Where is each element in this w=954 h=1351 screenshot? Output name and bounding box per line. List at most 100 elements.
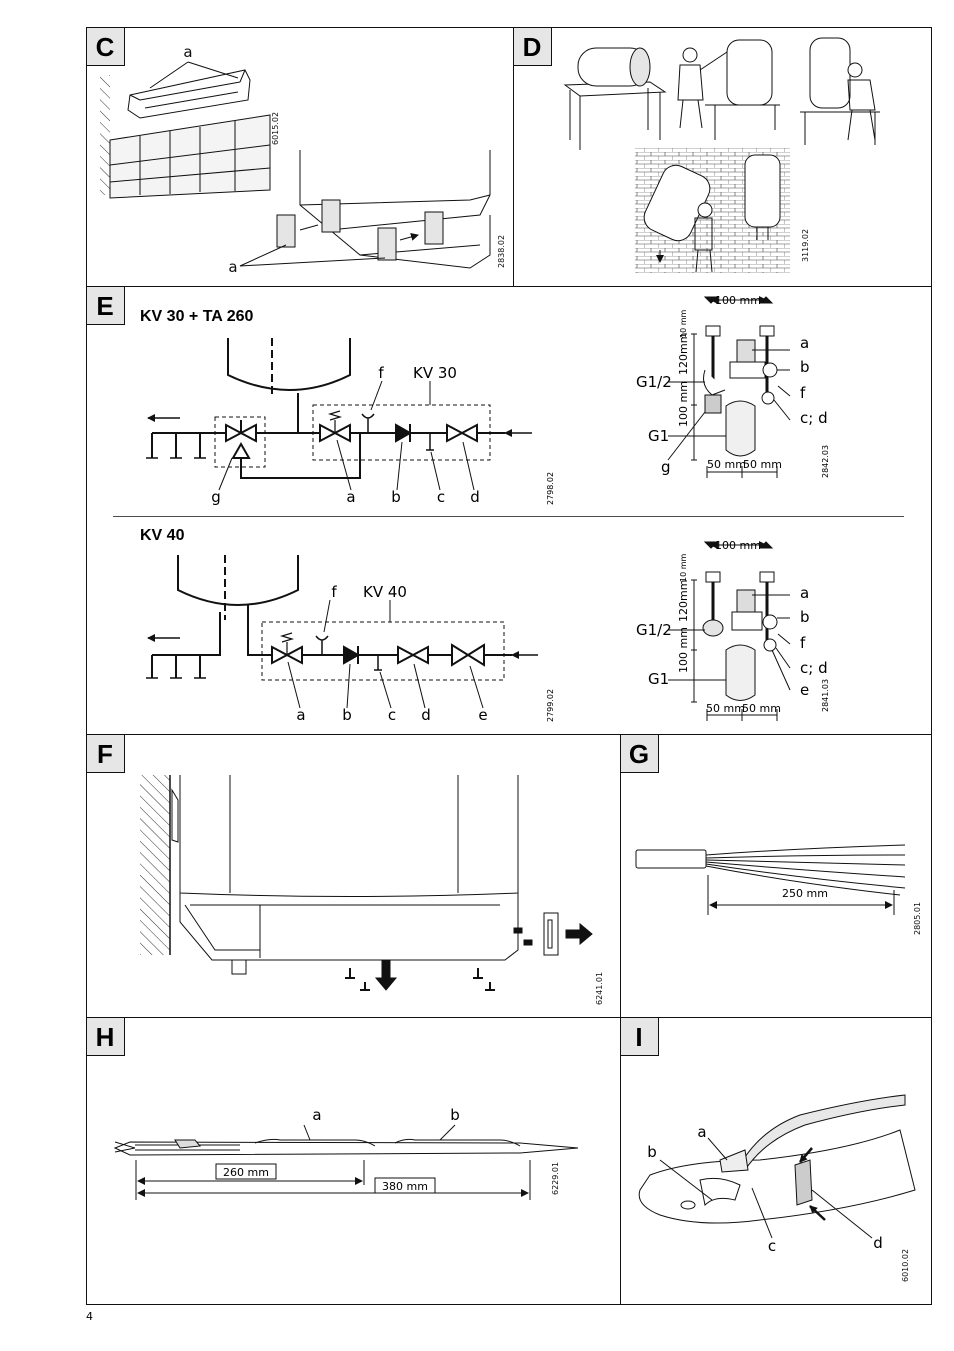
kv40-label-kv: KV 40: [363, 583, 407, 601]
kv40-g1: G1: [648, 670, 669, 688]
panel-letter-c: C: [96, 32, 115, 62]
panel-d: 3119.02: [563, 37, 880, 273]
code-3119: 3119.02: [801, 229, 810, 262]
kv40-tank: [177, 555, 299, 606]
kv40-dim-100: 100 mm: [677, 627, 690, 673]
heater-bottom-view: [276, 150, 491, 269]
kv40-photo-e: e: [800, 681, 809, 699]
kv40-g12: G1/2: [636, 621, 672, 639]
kv30-label-kv: KV 30: [413, 364, 457, 382]
kv30-label-a: a: [346, 488, 355, 506]
panel-e-kv40: KV 40: [140, 527, 830, 724]
cover-removal: [345, 912, 593, 991]
cable-wires: [705, 844, 906, 896]
kv30-photo-b: b: [800, 358, 810, 376]
kv30-label-g: g: [211, 488, 221, 506]
kv30-dim-100: 100 mm: [677, 381, 690, 427]
kv40-photo-cd: c; d: [800, 659, 828, 677]
element-label-b: b: [450, 1106, 460, 1124]
heater-body: [179, 775, 519, 975]
kv30-label-b: b: [391, 488, 401, 506]
panel-letter-d: D: [523, 32, 542, 62]
kv30-code: 2798.02: [546, 472, 555, 505]
panel-letter-h: H: [96, 1022, 115, 1052]
panel-letter-g: G: [629, 739, 649, 769]
heater-mounted: [735, 148, 790, 273]
person-hanging: [635, 148, 735, 273]
clip-label-b: b: [647, 1143, 657, 1161]
code-6229: 6229.01: [551, 1162, 560, 1195]
kv30-dim-top: 100 mm: [715, 294, 761, 307]
kv30-dim-120: 120mm: [677, 333, 690, 375]
panel-c: a 6015.02 a 2838.02: [100, 43, 506, 276]
kv40-title: KV 40: [140, 527, 185, 544]
kv40-dim-top: 100 mm: [715, 539, 761, 552]
kv40-code: 2799.02: [546, 689, 555, 722]
kv40-fitting-illustration: [668, 541, 791, 721]
wall-tiles: [109, 114, 271, 199]
kv30-photo-a: a: [800, 334, 809, 352]
panel-i: 6010.02: [638, 1094, 916, 1282]
kv40-label-a: a: [296, 706, 305, 724]
kv40-label-d: d: [421, 706, 431, 724]
code-6241: 6241.01: [595, 972, 604, 1005]
kv30-dim-10: 10 mm: [679, 309, 688, 338]
cable-length-dim: 250 mm: [782, 887, 828, 900]
kv30-tank: [227, 338, 351, 391]
panel-h: 6229.01: [113, 1124, 579, 1200]
panel-f: 6241.01: [140, 775, 604, 1005]
housing-edge: [638, 1129, 916, 1224]
kv40-photo-code: 2841.03: [821, 679, 830, 712]
frame: [86, 27, 932, 1305]
kv30-photo-g: g: [661, 458, 671, 476]
kv40-dim-50a: 50 mm: [706, 702, 745, 715]
panel-e-kv30: KV 30 + TA 260: [140, 294, 830, 506]
panel-letter-boxes: C D E F G H I: [86, 27, 659, 1056]
dim-260: 260 mm: [223, 1166, 269, 1179]
kv30-photo-f: f: [800, 384, 806, 402]
code-2805: 2805.01: [913, 902, 922, 935]
mounting-bracket-top: [127, 69, 251, 119]
person-tilting: [800, 37, 880, 145]
kv30-label-c: c: [437, 488, 445, 506]
kv30-photo-cd: c; d: [800, 409, 828, 427]
kv40-label-c: c: [388, 706, 396, 724]
kv30-photo-code: 2842.03: [821, 445, 830, 478]
code-6015: 6015.02: [271, 112, 280, 145]
heater-on-table: [563, 47, 667, 150]
kv40-label-b: b: [342, 706, 352, 724]
label-a-top: a: [183, 43, 192, 61]
kv40-photo-f: f: [800, 634, 806, 652]
kv40-dim-10: 10 mm: [679, 553, 688, 582]
panel-letter-f: F: [97, 739, 113, 769]
kv30-label-f: f: [378, 364, 384, 382]
kv40-photo-a: a: [800, 584, 809, 602]
panel-g: 2805.01: [635, 844, 922, 935]
cable-sheath: [635, 849, 707, 869]
kv40-label-e: e: [478, 706, 487, 724]
kv40-label-f: f: [331, 583, 337, 601]
kv30-title: KV 30 + TA 260: [140, 308, 253, 325]
kv40-dim-120: 120mm: [677, 580, 690, 622]
element-label-a: a: [312, 1106, 321, 1124]
clip-label-c: c: [768, 1237, 776, 1255]
page-number: 4: [86, 1310, 93, 1323]
kv30-label-d: d: [470, 488, 480, 506]
label-a-bottom: a: [228, 258, 237, 276]
clip-label-a: a: [697, 1123, 706, 1141]
kv40-photo-b: b: [800, 608, 810, 626]
kv30-g12: G1/2: [636, 373, 672, 391]
dim-380: 380 mm: [382, 1180, 428, 1193]
clip-label-d: d: [873, 1234, 883, 1252]
panel-letter-e: E: [96, 291, 113, 321]
kv30-fitting-illustration: [667, 296, 791, 478]
kv30-dim-50a: 50 mm: [707, 458, 746, 471]
code-2838: 2838.02: [497, 235, 506, 268]
panel-letter-i: I: [635, 1022, 642, 1052]
kv30-g1: G1: [648, 427, 669, 445]
kv40-dim-50b: 50 mm: [742, 702, 781, 715]
person-lifting: [677, 39, 780, 140]
kv30-dim-50b: 50 mm: [743, 458, 782, 471]
code-6010: 6010.02: [901, 1249, 910, 1282]
